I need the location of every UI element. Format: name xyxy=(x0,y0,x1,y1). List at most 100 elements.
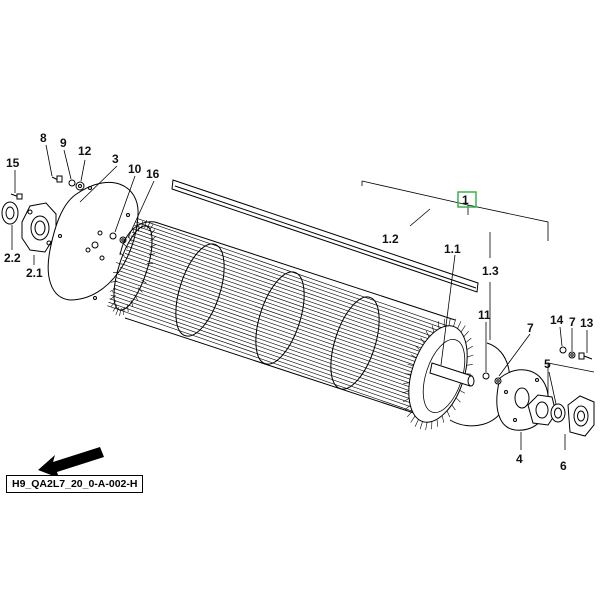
callout-8: 8 xyxy=(40,131,47,145)
rotor-fin-line xyxy=(402,390,410,394)
rotor-fin-line xyxy=(150,236,157,242)
rotor-fin-line xyxy=(141,279,147,284)
rotor-fin-line xyxy=(110,300,117,307)
rotor-fin-line xyxy=(144,271,151,274)
part-13-bolt xyxy=(578,352,593,360)
rotor-fin-line xyxy=(466,364,473,366)
diagram-reference-code: H9_QA2L7_20_0-A-002-H xyxy=(6,475,144,493)
rotor-fin-line xyxy=(146,221,151,229)
part-8-screw xyxy=(51,175,63,183)
rotor-blade-line xyxy=(116,277,435,388)
rotor-blade-line xyxy=(110,294,429,406)
rotor-fin-line xyxy=(144,220,147,228)
rotor-fin-line xyxy=(414,419,419,427)
callout-6: 6 xyxy=(560,459,567,473)
rotor-blade-line xyxy=(115,280,434,392)
rotor-fin-line xyxy=(441,415,445,423)
callout-7-left: 7 xyxy=(527,321,534,335)
rotor-fin-line xyxy=(148,224,154,232)
rotor-fin-line xyxy=(112,304,118,312)
rotor-fin-line xyxy=(109,294,116,300)
callout-11: 11 xyxy=(478,308,491,322)
rotor-fin-line xyxy=(141,221,143,229)
rotor-fin-line xyxy=(404,373,412,375)
rotor-blade-line xyxy=(131,232,451,343)
rotor-fin-line xyxy=(149,244,157,248)
rotor-fin-line xyxy=(451,404,456,411)
rotor-fin-line xyxy=(410,415,416,423)
part-1-2-shaft xyxy=(171,179,479,293)
callout-1-3: 1.3 xyxy=(482,264,499,278)
callout-5: 5 xyxy=(544,357,551,371)
rotor-blade-line xyxy=(107,305,426,416)
rotor-fin-line xyxy=(119,308,122,316)
part-6-flange-right xyxy=(567,395,595,437)
rotor-fin-line xyxy=(149,229,156,236)
rotor-fin-line xyxy=(404,405,411,411)
callout-3: 3 xyxy=(112,152,119,166)
rotor-fin-line xyxy=(438,321,440,329)
rotor-fin-line xyxy=(115,307,120,315)
rotor-fin-line xyxy=(109,288,117,292)
part-12-nut xyxy=(75,181,85,191)
rotor-fin-line xyxy=(137,287,143,293)
rotor-cylinder xyxy=(107,218,475,431)
rotor-fin-line xyxy=(425,422,428,431)
rotor-blade-line xyxy=(134,225,453,336)
rotor-fin-line xyxy=(111,280,118,283)
part-2-1-flange xyxy=(21,202,57,253)
callout-15: 15 xyxy=(6,156,20,170)
rotor-blade-line xyxy=(130,235,449,347)
rotor-blade-line xyxy=(123,256,442,368)
part-9-washer xyxy=(68,179,76,187)
part-11-washer xyxy=(482,372,490,380)
rotor-fin-line xyxy=(134,294,139,301)
rotor-fin-line xyxy=(127,304,129,313)
rotor-fin-line xyxy=(455,397,461,403)
rotor-fin-line xyxy=(431,325,435,333)
rotor-blade-line xyxy=(119,270,438,381)
rotor-fin-line xyxy=(425,330,430,338)
rotor-blade-line xyxy=(129,239,448,350)
rotor-blade-line xyxy=(113,287,432,399)
rotor-fin-line xyxy=(115,262,122,265)
callout-4: 4 xyxy=(516,452,523,466)
right-end-parts xyxy=(449,342,595,437)
rotor-blade-line xyxy=(133,228,452,340)
part-7-nut xyxy=(494,377,502,385)
rotor-fin-line xyxy=(123,243,129,249)
rotor-fin-line xyxy=(410,354,417,359)
rotor-fin-line xyxy=(448,317,451,326)
callout-1: 1 xyxy=(462,193,469,207)
rotor-fin-line xyxy=(419,421,423,430)
rotor-blade-line xyxy=(136,218,455,329)
part-5-bearing xyxy=(550,403,566,423)
callout-13: 13 xyxy=(580,316,594,330)
highlight-box-item-1 xyxy=(457,191,477,208)
rotor-fin-line xyxy=(466,345,473,350)
rotor-fin-line xyxy=(436,419,438,427)
rotor-fin-line xyxy=(403,398,410,403)
callout-7-right: 7 xyxy=(569,315,576,329)
callout-2-1: 2.1 xyxy=(26,266,43,280)
rotor-fin-line xyxy=(457,321,462,329)
rotor-fin-line xyxy=(130,300,134,308)
rotor-blade-line xyxy=(121,263,440,374)
callout-9: 9 xyxy=(60,136,67,150)
rotor-fin-line xyxy=(453,318,457,327)
rotor-fin-line xyxy=(465,337,472,343)
rotor-blade-line xyxy=(126,249,445,361)
callout-1-2: 1.2 xyxy=(382,232,399,246)
part-15-bolt xyxy=(10,193,23,200)
callout-14: 14 xyxy=(550,313,564,327)
rotor-blade-line xyxy=(114,284,433,395)
rotor-fin-line xyxy=(459,389,466,394)
rotor-blade-line xyxy=(128,242,447,354)
part-7-nut-right xyxy=(568,351,576,359)
rotor-blade-line xyxy=(111,291,431,402)
rotor-fin-line xyxy=(403,382,410,384)
rotor-fin-line xyxy=(132,228,136,236)
rotor-fin-line xyxy=(466,354,474,358)
rotor-fin-line xyxy=(460,325,466,333)
